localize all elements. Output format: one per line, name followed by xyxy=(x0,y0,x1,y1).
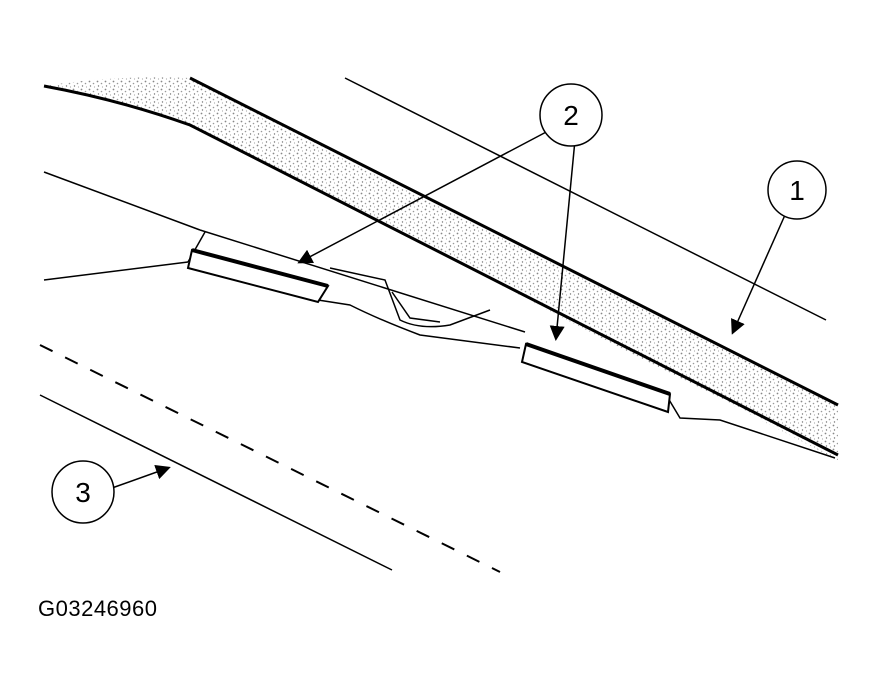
mounting-clips xyxy=(186,248,672,414)
trim-panel xyxy=(39,344,501,573)
figure-id: G03246960 xyxy=(38,596,158,621)
mounting-clip-left xyxy=(186,248,330,304)
leader-arrow-1 xyxy=(731,214,786,335)
callout-3-label: 3 xyxy=(75,477,91,508)
callout-3: 3 xyxy=(51,460,115,524)
glass-panel xyxy=(43,76,839,460)
callout-1: 1 xyxy=(767,160,827,220)
callout-2-label: 2 xyxy=(563,100,579,131)
leader-arrows xyxy=(111,129,786,489)
mounting-clip-right xyxy=(520,342,672,414)
leader-arrow-2b xyxy=(549,139,576,341)
leader-arrow-3 xyxy=(111,464,171,489)
reference-line-upper xyxy=(344,77,827,321)
callout-2: 2 xyxy=(539,83,603,147)
callout-1-label: 1 xyxy=(789,175,805,206)
leader-arrow-2a xyxy=(297,129,551,264)
